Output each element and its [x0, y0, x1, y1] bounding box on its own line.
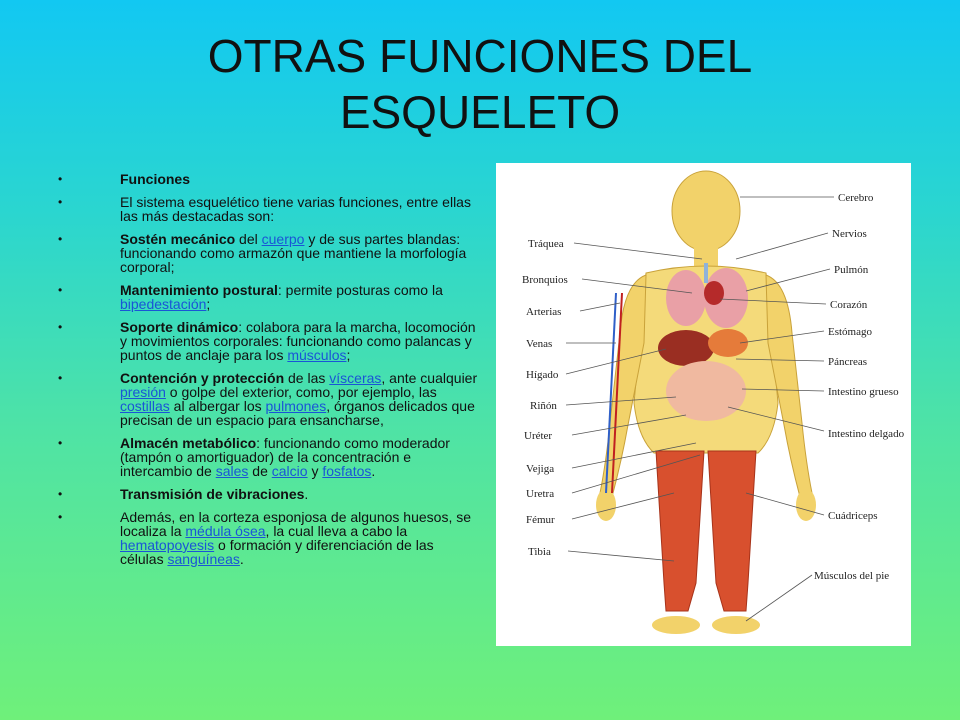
label-rinon: Riñón	[530, 400, 557, 412]
bullet-sosten: Sostén mecánico del cuerpo y de sus part…	[58, 232, 478, 274]
link-visceras[interactable]: vísceras	[329, 370, 382, 386]
bullet-text: o formación y diferenciación de las célu…	[120, 537, 434, 567]
link-fosfatos[interactable]: fosfatos	[322, 463, 372, 479]
label-tibia: Tibia	[528, 546, 551, 558]
bullet-text: .	[304, 486, 309, 502]
bullet-text: : colabora para la marcha, locomoción y …	[120, 319, 476, 363]
bullet-text: .	[239, 551, 244, 567]
bullet-bold: Almacén metabólico	[120, 435, 257, 451]
bullet-text: y de sus partes blandas: funcionando com…	[120, 231, 467, 275]
title-line-1: OTRAS FUNCIONES DEL	[207, 30, 753, 82]
bullet-text: , órganos delicados que precisan de un e…	[120, 398, 475, 428]
bullet-bold: Soporte dinámico	[120, 319, 239, 335]
link-costillas[interactable]: costillas	[120, 398, 170, 414]
bullet-text: de las	[284, 370, 330, 386]
bullet-soporte: Soporte dinámico: colabora para la march…	[58, 320, 478, 362]
bullet-text: ;	[206, 296, 211, 312]
bullet-text: del	[235, 231, 262, 247]
bullet-bold: Mantenimiento postural	[120, 282, 278, 298]
bullet-bold: Contención y protección	[120, 370, 285, 386]
anatomy-illustration: Tráquea Bronquios Arterias Venas Hígado …	[522, 170, 905, 634]
label-intestino-delgado: Intestino delgado	[828, 428, 905, 440]
bullet-text: : funcionando como moderador (tampón o a…	[120, 435, 450, 479]
link-pulmones[interactable]: pulmones	[265, 398, 327, 414]
label-pulmon: Pulmón	[834, 264, 869, 276]
bullet-postural: Mantenimiento postural: permite posturas…	[58, 283, 478, 311]
label-vejiga: Vejiga	[526, 463, 554, 475]
bullet-text: .	[371, 463, 376, 479]
label-ureter: Uréter	[524, 430, 552, 442]
labels-left: Tráquea Bronquios Arterias Venas Hígado …	[522, 238, 568, 558]
bullet-list: Funciones El sistema esquelético tiene v…	[58, 172, 478, 575]
link-musculos[interactable]: músculos	[287, 347, 347, 363]
slide-title: OTRAS FUNCIONES DEL ESQUELETO	[0, 28, 960, 140]
label-uretra: Uretra	[526, 488, 554, 500]
label-venas: Venas	[526, 338, 552, 350]
bullet-bold: Transmisión de vibraciones	[120, 486, 305, 502]
leader-lines	[565, 196, 834, 622]
bullet-text: o golpe del exterior, como, por ejemplo,…	[165, 384, 437, 400]
anatomy-figure: Tráquea Bronquios Arterias Venas Hígado …	[496, 163, 911, 646]
link-sanguineas[interactable]: sanguíneas	[167, 551, 240, 567]
bullet-contencion: Contención y protección de las vísceras,…	[58, 371, 478, 427]
label-bronquios: Bronquios	[522, 274, 568, 286]
link-hematopoyesis[interactable]: hematopoyesis	[120, 537, 215, 553]
label-corazon: Corazón	[830, 299, 868, 311]
bullet-text: , ante cualquier	[381, 370, 478, 386]
link-sales[interactable]: sales	[215, 463, 249, 479]
link-presion[interactable]: presión	[120, 384, 166, 400]
label-higado: Hígado	[526, 369, 559, 381]
labels-right: Cerebro Nervios Pulmón Corazón Estómago …	[814, 192, 905, 582]
label-estomago: Estómago	[828, 326, 872, 338]
bullet-funciones: Funciones	[58, 172, 478, 186]
bullet-medula: Además, en la corteza esponjosa de algun…	[58, 510, 478, 566]
link-bipedestacion[interactable]: bipedestación	[120, 296, 207, 312]
bullet-text: , la cual lleva a cabo la	[265, 523, 408, 539]
bullet-text: de	[248, 463, 272, 479]
bullet-text: ;	[346, 347, 351, 363]
bullet-almacen: Almacén metabólico: funcionando como mod…	[58, 436, 478, 478]
label-traquea: Tráquea	[528, 238, 564, 250]
label-arterias: Arterias	[526, 306, 561, 318]
bullet-text: y	[307, 463, 323, 479]
bullet-text: El sistema esquelético tiene varias func…	[120, 194, 471, 224]
bullet-text: : permite posturas como la	[277, 282, 443, 298]
link-cuerpo[interactable]: cuerpo	[261, 231, 305, 247]
label-cuadriceps: Cuádriceps	[828, 510, 877, 522]
label-intestino-grueso: Intestino grueso	[828, 386, 899, 398]
label-musculos-pie: Músculos del pie	[814, 570, 889, 582]
bullet-bold: Sostén mecánico	[120, 231, 236, 247]
bullet-intro: El sistema esquelético tiene varias func…	[58, 195, 478, 223]
label-pancreas: Páncreas	[828, 356, 867, 368]
bullet-bold: Funciones	[120, 171, 191, 187]
title-line-2: ESQUELETO	[339, 86, 621, 138]
label-cerebro: Cerebro	[838, 192, 874, 204]
bullet-text: al albergar los	[169, 398, 266, 414]
link-calcio[interactable]: calcio	[271, 463, 308, 479]
label-femur: Fémur	[526, 514, 555, 526]
bullet-text: Además, en la corteza esponjosa de algun…	[120, 509, 472, 539]
label-nervios: Nervios	[832, 228, 867, 240]
body-silhouette	[596, 170, 816, 634]
bullet-vibraciones: Transmisión de vibraciones.	[58, 487, 478, 501]
link-medula-osea[interactable]: médula ósea	[185, 523, 266, 539]
